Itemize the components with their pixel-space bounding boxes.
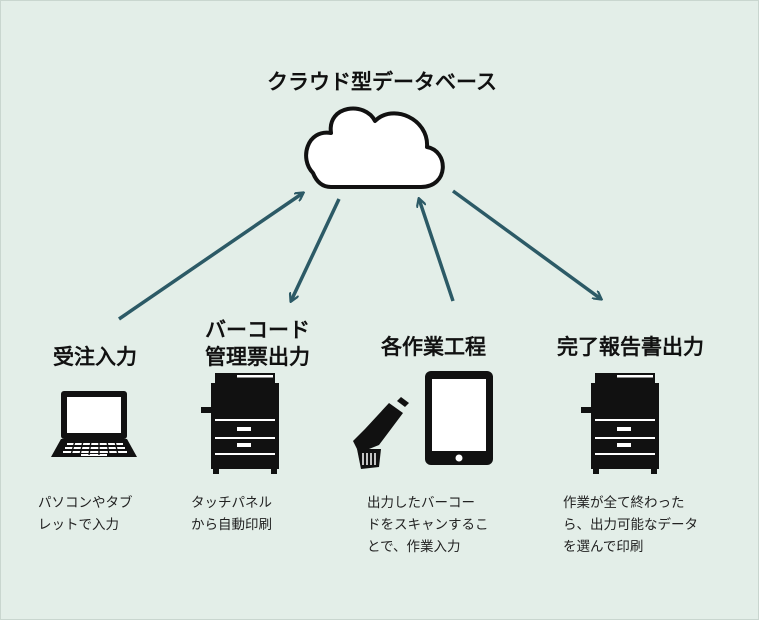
node-barcode-print-title-line-1: バーコード xyxy=(205,318,310,342)
arrow-process-to-cloud xyxy=(419,199,455,302)
arrow-cloud-to-report xyxy=(451,189,601,299)
node-report-title: 完了報告書出力 xyxy=(557,335,704,359)
arrow-order-to-cloud xyxy=(118,193,303,321)
printer-icon xyxy=(581,373,659,474)
barcode-scanner-icon xyxy=(353,397,409,469)
node-barcode-print-desc-line-1: タッチパネル xyxy=(191,495,272,511)
printer-icon xyxy=(201,373,279,474)
node-barcode-print-title-line-2: 管理票出力 xyxy=(205,345,310,369)
node-process-desc-line-1: 出力したバーコー xyxy=(367,495,475,511)
node-order-desc-line-1: パソコンやタブ xyxy=(38,495,133,511)
node-barcode-print-desc-line-2: から自動印刷 xyxy=(191,517,272,533)
node-process-desc-line-2: ドをスキャンするこ xyxy=(367,517,489,533)
cloud-database-label: クラウド型データベース xyxy=(267,70,497,94)
node-order-desc-line-2: レットで入力 xyxy=(38,517,119,533)
laptop-icon xyxy=(51,391,137,457)
node-report-desc-line-3: を選んで印刷 xyxy=(563,539,644,555)
node-report-desc-line-1: 作業が全て終わった xyxy=(563,495,685,511)
node-order-title: 受注入力 xyxy=(53,345,137,369)
arrow-cloud-to-barcode-print xyxy=(291,198,341,301)
tablet-icon xyxy=(425,371,493,465)
node-process-title: 各作業工程 xyxy=(381,335,486,359)
node-report-desc-line-2: ら、出力可能なデータ xyxy=(563,517,698,533)
node-process-desc-line-3: とで、作業入力 xyxy=(367,539,461,555)
